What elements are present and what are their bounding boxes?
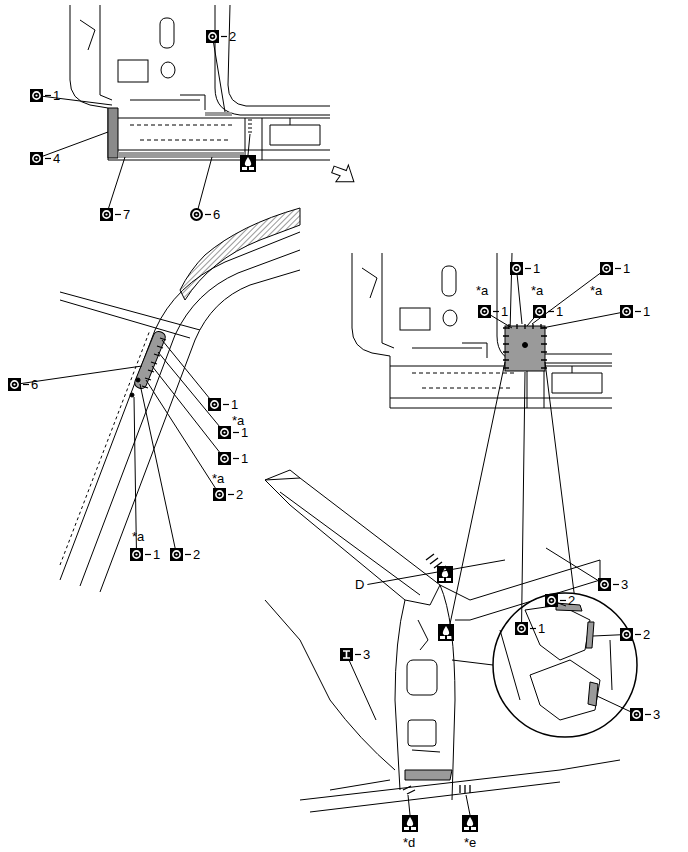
leader-line (546, 548, 605, 585)
leader-line (158, 352, 225, 433)
callout-number: 3 (621, 577, 628, 592)
leader-line (197, 157, 213, 215)
weld-symbol (630, 708, 651, 721)
callout-number: 2 (643, 627, 650, 642)
note-mark: *a (132, 529, 144, 544)
callout-number: 1 (556, 304, 563, 319)
leader-line (107, 157, 126, 215)
note-mark: *a (590, 283, 602, 298)
weld-symbol (206, 30, 227, 43)
weld-symbol (218, 452, 239, 465)
note-mark: *d (403, 835, 415, 850)
weld-symbol (600, 262, 621, 275)
callout-number: 1 (241, 451, 248, 466)
callout-number: 1 (241, 425, 248, 440)
weld-symbol (545, 594, 566, 607)
weld-symbol (8, 378, 29, 391)
weld-symbol (478, 305, 499, 318)
callout-number: 6 (31, 377, 38, 392)
note-mark: D (355, 577, 364, 592)
leader-line (162, 340, 215, 405)
callout-number: 1 (533, 261, 540, 276)
leader-line (146, 380, 220, 495)
callout-number: 1 (623, 261, 630, 276)
callout-number: 1 (501, 304, 508, 319)
weld-symbol (510, 262, 531, 275)
callout-number: 7 (123, 207, 130, 222)
callout-number: 1 (153, 547, 160, 562)
weld-symbol (208, 398, 229, 411)
note-mark: *a (531, 283, 543, 298)
weld-symbol (30, 152, 51, 165)
leader-line (213, 37, 226, 113)
leader-line (37, 132, 109, 159)
weld-symbol (213, 488, 234, 501)
callout-number: 4 (53, 151, 60, 166)
callout-number: 1 (53, 88, 60, 103)
leader-line (522, 372, 526, 629)
callout-number: 2 (568, 593, 575, 608)
weld-symbol (190, 208, 211, 221)
note-mark: *e (464, 835, 476, 850)
weld-symbol (100, 208, 121, 221)
leader-line (532, 269, 607, 325)
leader-line (37, 96, 113, 106)
callout-number: 6 (213, 207, 220, 222)
leader-line (367, 560, 505, 585)
callout-number: 3 (653, 707, 660, 722)
weld-symbol (30, 89, 51, 102)
weld-symbol (620, 628, 641, 641)
weld-symbol (533, 305, 554, 318)
callout-number: 1 (643, 304, 650, 319)
weld-symbol (340, 648, 361, 661)
weld-symbol (620, 305, 641, 318)
weld-symbol (170, 548, 191, 561)
callout-number: 1 (538, 621, 545, 636)
callout-number: 1 (231, 397, 238, 412)
callout-number: 2 (229, 29, 236, 44)
weld-symbol (130, 548, 151, 561)
leader-line (347, 655, 377, 721)
callout-number: 2 (236, 487, 243, 502)
note-mark: *a (476, 283, 488, 298)
note-mark: *a (212, 471, 224, 486)
leader-line (140, 384, 177, 555)
leader-line (152, 366, 225, 459)
leader-line (517, 269, 523, 325)
weld-symbol (515, 622, 536, 635)
weld-symbol (598, 578, 619, 591)
callout-number: 2 (193, 547, 200, 562)
callout-number: 3 (363, 647, 370, 662)
leader-line (542, 312, 627, 329)
